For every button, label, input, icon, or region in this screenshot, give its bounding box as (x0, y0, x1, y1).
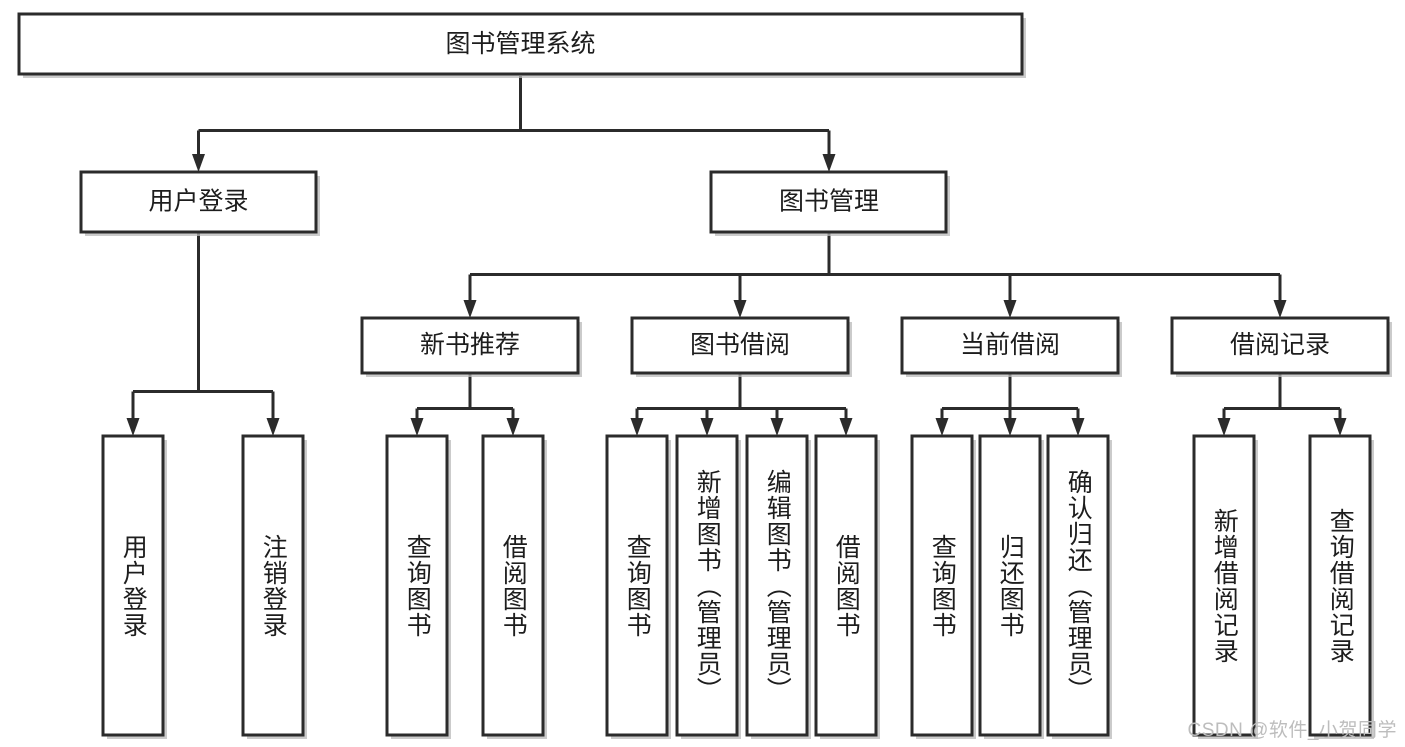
arrow-cb-leaf3 (1071, 418, 1085, 436)
node-book-borrow[interactable]: 图书借阅 (630, 316, 852, 377)
arrow-br-leaf1 (1217, 418, 1231, 436)
leaf-node-query-book-cb[interactable] (910, 434, 976, 739)
leaf-node-user-login[interactable] (101, 434, 167, 739)
leaf-node-edit-book-admin[interactable] (745, 434, 811, 739)
node-book-management-label: 图书管理 (779, 188, 879, 216)
leaf-box-logout[interactable] (241, 434, 305, 737)
leaf-node-add-borrow-record[interactable] (1192, 434, 1258, 739)
leaf-box-add-book-admin[interactable] (675, 434, 739, 737)
leaf-node-query-book-nbr[interactable] (385, 434, 451, 739)
arrow-bb-leaf1 (630, 418, 644, 436)
leaf-box-confirm-return-admin[interactable] (1046, 434, 1110, 737)
edges-user-login-to-leaves (126, 232, 280, 436)
arrow-user-login-leaf2 (266, 418, 280, 436)
leaf-nodes (101, 434, 1374, 739)
watermark-credit: CSDN @软件_小贺同学 (1187, 720, 1397, 741)
leaf-box-query-book-nbr[interactable] (385, 434, 449, 737)
arrow-root-to-book-mgmt (822, 154, 836, 172)
node-user-login-box[interactable] (79, 170, 318, 234)
node-book-management[interactable]: 图书管理 (709, 170, 950, 236)
arrow-bm-child3 (1003, 300, 1017, 318)
leaf-node-add-book-admin[interactable] (675, 434, 741, 739)
node-user-login[interactable]: 用户登录 (79, 170, 320, 236)
arrow-bb-leaf2 (700, 418, 714, 436)
edges-root-to-level2 (192, 76, 836, 172)
leaf-box-query-book-cb[interactable] (910, 434, 974, 737)
leaf-node-confirm-return-admin[interactable] (1046, 434, 1112, 739)
arrow-bm-child2 (733, 300, 747, 318)
leaf-box-borrow-book-bb[interactable] (814, 434, 878, 737)
leaf-node-borrow-book-bb[interactable] (814, 434, 880, 739)
node-borrow-record-box[interactable] (1170, 316, 1390, 375)
node-new-book-recommend[interactable]: 新书推荐 (360, 316, 582, 377)
leaf-node-logout[interactable] (241, 434, 307, 739)
node-root[interactable]: 图书管理系统 (17, 12, 1026, 78)
arrow-bm-child4 (1273, 300, 1287, 318)
node-current-borrow[interactable]: 当前借阅 (900, 316, 1122, 377)
node-book-borrow-box[interactable] (630, 316, 850, 375)
node-borrow-record[interactable]: 借阅记录 (1170, 316, 1392, 377)
leaf-node-query-borrow-record[interactable] (1308, 434, 1374, 739)
leaf-node-borrow-book-nbr[interactable] (481, 434, 547, 739)
node-new-book-recommend-box[interactable] (360, 316, 580, 375)
node-book-management-box[interactable] (709, 170, 948, 234)
arrow-nbr-leaf2 (506, 418, 520, 436)
arrow-bb-leaf3 (770, 418, 784, 436)
node-current-borrow-label: 当前借阅 (960, 331, 1060, 359)
edges-new-book-rec-to-leaves (410, 373, 520, 436)
leaf-box-query-book-bb[interactable] (605, 434, 669, 737)
edges-book-borrow-to-leaves (630, 373, 853, 436)
leaf-box-query-borrow-record[interactable] (1308, 434, 1372, 737)
leaf-box-add-borrow-record[interactable] (1192, 434, 1256, 737)
leaf-box-user-login[interactable] (101, 434, 165, 737)
arrow-bb-leaf4 (839, 418, 853, 436)
arrow-user-login-leaf1 (126, 418, 140, 436)
arrow-cb-leaf2 (1003, 418, 1017, 436)
node-root-label: 图书管理系统 (445, 30, 595, 58)
node-book-borrow-label: 图书借阅 (690, 331, 790, 359)
arrow-root-to-user-login (192, 154, 205, 172)
edges-book-mgmt-to-level3 (463, 232, 1287, 318)
leaf-box-borrow-book-nbr[interactable] (481, 434, 545, 737)
node-current-borrow-box[interactable] (900, 316, 1120, 375)
arrow-bm-child1 (463, 300, 477, 318)
arrow-cb-leaf1 (935, 418, 949, 436)
node-borrow-record-label: 借阅记录 (1230, 331, 1330, 359)
node-user-login-label: 用户登录 (148, 188, 248, 216)
leaf-box-return-book[interactable] (978, 434, 1042, 737)
arrow-br-leaf2 (1333, 418, 1347, 436)
leaf-node-return-book[interactable] (978, 434, 1044, 739)
node-root-box[interactable] (17, 12, 1024, 76)
arrow-nbr-leaf1 (410, 418, 424, 436)
edges-borrow-record-to-leaves (1217, 373, 1347, 436)
edges-current-borrow-to-leaves (935, 373, 1085, 436)
node-new-book-recommend-label: 新书推荐 (420, 331, 520, 359)
leaf-box-edit-book-admin[interactable] (745, 434, 809, 737)
leaf-node-query-book-bb[interactable] (605, 434, 671, 739)
